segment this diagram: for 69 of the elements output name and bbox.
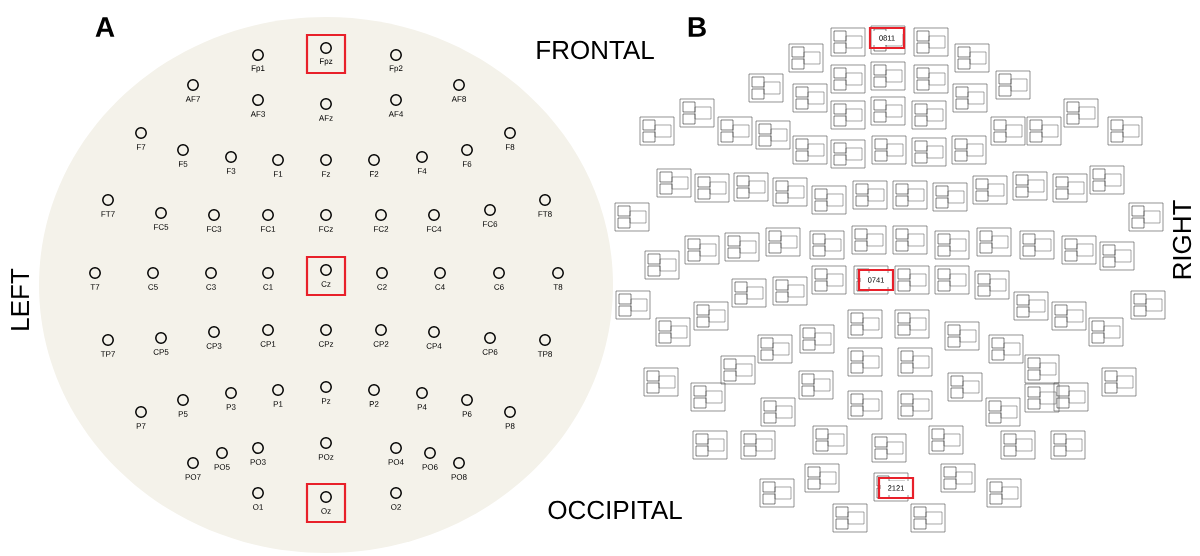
electrode-label: T8: [553, 284, 563, 290]
electrode-label: F3: [227, 168, 236, 174]
electrode-label: FC6: [483, 221, 498, 227]
electrode-label: C6: [494, 284, 504, 290]
electrode-label: PO4: [388, 459, 404, 465]
electrode-label: F4: [418, 168, 427, 174]
electrode-label: F1: [274, 171, 283, 177]
electrode-label: O1: [253, 504, 263, 510]
electrode-label: F8: [506, 144, 515, 150]
electrode-label: TP8: [537, 351, 552, 357]
electrode-label: C1: [263, 284, 273, 290]
electrode-label: C3: [206, 284, 216, 290]
electrode-label: P1: [273, 401, 283, 407]
electrode-label: F7: [137, 144, 146, 150]
electrode-label: Fz: [322, 171, 331, 177]
direction-label: FRONTAL: [537, 40, 654, 60]
electrode-label: F5: [179, 161, 188, 167]
electrode-label: O2: [391, 504, 401, 510]
electrode-label: CPz: [318, 341, 334, 347]
electrode-label: Fp1: [251, 65, 265, 73]
direction-label: OCCIPITAL: [548, 500, 682, 520]
highlight-box: Oz: [305, 482, 347, 524]
electrode-label: C4: [435, 284, 445, 290]
electrode-label: CP3: [206, 343, 222, 349]
electrode-label: FC2: [374, 226, 389, 232]
electrode-label: FC5: [154, 224, 169, 230]
electrode-label: AF7: [185, 96, 200, 102]
highlight-box: Cz: [305, 255, 347, 297]
electrode-label: FCz: [319, 226, 333, 232]
electrode-label: AF4: [388, 111, 404, 117]
electrode-label: P4: [417, 404, 427, 410]
electrode-label: P8: [505, 423, 515, 429]
panel-letter: A: [95, 17, 115, 37]
electrode-label: PO5: [214, 464, 230, 470]
electrode-label: FT7: [101, 211, 115, 217]
electrode-label: FC3: [207, 226, 222, 232]
electrode-label: PO8: [451, 474, 467, 480]
direction-label: LEFT: [11, 268, 29, 330]
electrode-label: F2: [370, 171, 379, 177]
electrode-label: FC4: [427, 226, 442, 232]
electrode-label: PO3: [250, 459, 266, 465]
electrode-label: FC1: [261, 226, 276, 232]
electrode-label: AF8: [451, 96, 466, 102]
panel-letter: B: [688, 17, 706, 37]
electrode-label: Pz: [322, 398, 331, 404]
electrode-label: P3: [226, 404, 236, 410]
electrode-label: CP4: [426, 343, 442, 349]
electrode-label: POz: [318, 454, 334, 460]
electrode-label: CP5: [153, 349, 169, 355]
electrode-label: P5: [178, 411, 188, 417]
highlight-box: Fpz: [305, 33, 347, 75]
electrode-label: FT8: [538, 211, 552, 217]
electrode-label: CP1: [260, 341, 276, 347]
electrode-label: P2: [369, 401, 379, 407]
electrode-label: TP7: [100, 351, 115, 357]
electrode-label: AFz: [318, 115, 333, 121]
electrode-label: PO7: [185, 474, 201, 480]
electrode-label: P6: [462, 411, 472, 417]
electrode-label: C2: [377, 284, 387, 290]
electrode-label: C5: [148, 284, 158, 290]
electrode-label: CP2: [373, 341, 389, 347]
electrode-label: CP6: [482, 349, 498, 355]
electrode-label: Fp2: [389, 65, 403, 73]
electrode-label: AF3: [250, 111, 265, 117]
electrode-label: T7: [90, 284, 100, 290]
direction-label: RIGHT: [1172, 200, 1192, 279]
electrode-label: PO6: [422, 464, 438, 470]
electrode-label: F6: [463, 161, 472, 167]
electrode-label: P7: [136, 423, 146, 429]
